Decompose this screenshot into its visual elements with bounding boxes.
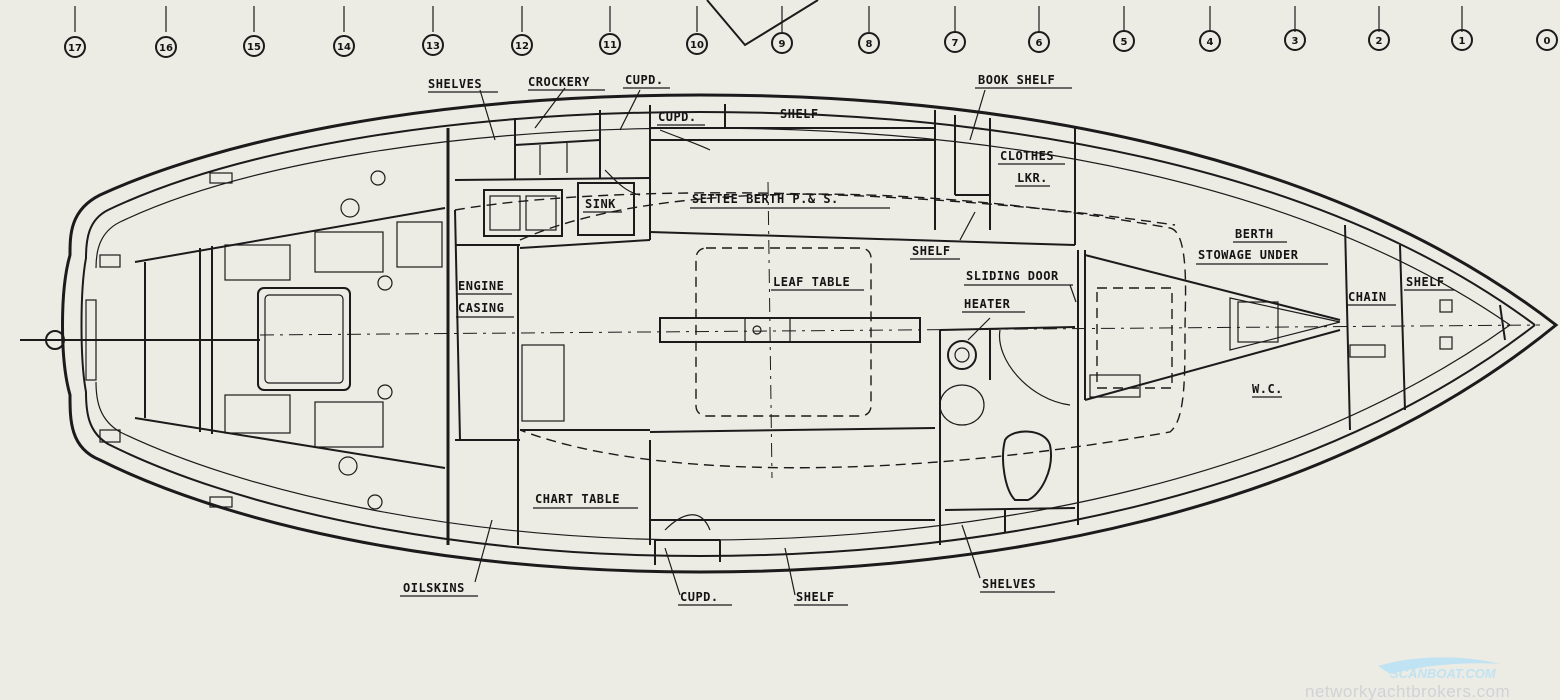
label-shelves-bottom: SHELVES [982,577,1036,591]
station-9: 9 [779,39,786,50]
label-chart-table: CHART TABLE [535,492,620,506]
watermark: SCANBOAT.COM networkyachtbrokers.com [1305,657,1510,700]
dashed-outlines [454,129,1187,531]
station-markers: 17 16 15 14 13 12 11 10 9 8 7 6 5 4 3 2 … [64,29,1558,58]
label-wc: W.C. [1252,382,1283,396]
label-shelf-bottom: SHELF [796,590,835,604]
label-oilskins: OILSKINS [403,581,465,595]
label-berth: BERTH [1235,227,1274,241]
label-heater: HEATER [964,297,1011,311]
station-ticks [74,0,1463,47]
label-shelf-fwd: SHELF [1406,275,1445,289]
cockpit [20,170,446,510]
station-4: 4 [1207,37,1214,48]
station-2: 2 [1376,36,1383,47]
station-12: 12 [515,41,529,52]
labels: SHELVES CROCKERY CUPD. CUPD. SHELF BOOK … [400,73,1454,606]
station-16: 16 [159,43,173,54]
label-cupd-bottom: CUPD. [680,590,719,604]
center-line [259,324,1541,336]
station-0: 0 [1544,36,1551,47]
hull-outline [61,93,1559,574]
label-cupd-inner: CUPD. [658,110,697,124]
station-15: 15 [247,42,261,53]
station-5: 5 [1121,37,1128,48]
leaf-table [659,317,921,343]
station-13: 13 [426,41,440,52]
station-7: 7 [952,38,959,49]
label-engine: ENGINE [458,279,504,293]
label-leaf-table: LEAF TABLE [773,275,850,289]
label-lkr: LKR. [1017,171,1048,185]
cabin-structure [446,104,1506,565]
label-clothes: CLOTHES [1000,149,1054,163]
label-shelves-top: SHELVES [428,77,482,91]
label-book-shelf: BOOK SHELF [978,73,1055,87]
station-11: 11 [603,40,617,51]
station-3: 3 [1292,36,1299,47]
label-sliding-door: SLIDING DOOR [966,269,1059,283]
label-shelf-mid: SHELF [912,244,951,258]
station-17: 17 [68,43,82,54]
watermark-site: networkyachtbrokers.com [1305,682,1510,700]
label-settee-berth: SETTEE BERTH P.& S. [692,192,839,206]
leader-lines [474,87,1077,596]
station-1: 1 [1459,36,1466,47]
label-sink: SINK [585,197,616,211]
label-casing: CASING [458,301,504,315]
station-14: 14 [337,42,351,53]
station-10: 10 [690,40,704,51]
label-chain: CHAIN [1348,290,1387,304]
label-crockery: CROCKERY [528,75,590,89]
station-8: 8 [866,39,873,50]
label-shelf-top: SHELF [780,107,819,121]
watermark-brand: SCANBOAT.COM [1390,666,1497,681]
label-cupd-top: CUPD. [625,73,664,87]
station-6: 6 [1036,38,1043,49]
label-stowage-under: STOWAGE UNDER [1198,248,1299,262]
